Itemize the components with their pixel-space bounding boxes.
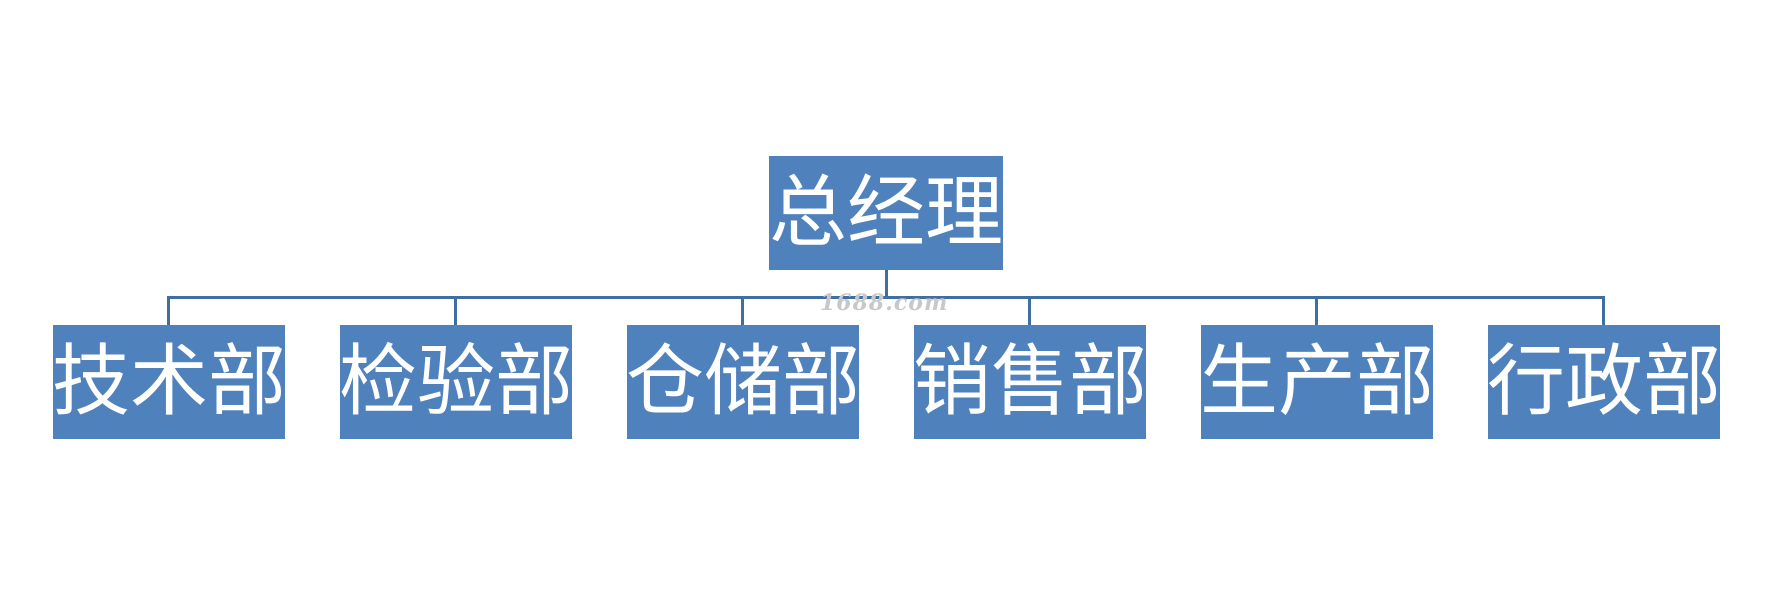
- dept-box-technical: 技术部: [52, 325, 287, 439]
- dept-connector-4: [1028, 296, 1031, 325]
- dept-connector-1: [167, 296, 170, 325]
- dept-connector-2: [454, 296, 457, 325]
- dept-label: 技术部: [52, 337, 287, 427]
- dept-connector-3: [741, 296, 744, 325]
- general-manager-box: 总经理: [769, 156, 1003, 270]
- dept-box-administration: 行政部: [1487, 325, 1722, 439]
- dept-label: 检验部: [339, 337, 574, 427]
- dept-connector-6: [1602, 296, 1605, 325]
- dept-box-inspection: 检验部: [339, 325, 574, 439]
- dept-label: 销售部: [913, 337, 1148, 427]
- general-manager-label: 总经理: [769, 168, 1004, 258]
- dept-box-production: 生产部: [1200, 325, 1435, 439]
- horizontal-connector: [167, 296, 1605, 299]
- watermark: 1688.com: [820, 290, 949, 316]
- root-connector: [885, 270, 888, 297]
- dept-box-sales: 销售部: [913, 325, 1148, 439]
- dept-label: 仓储部: [626, 337, 861, 427]
- dept-connector-5: [1315, 296, 1318, 325]
- dept-label: 生产部: [1200, 337, 1435, 427]
- dept-box-warehouse: 仓储部: [626, 325, 861, 439]
- dept-label: 行政部: [1487, 337, 1722, 427]
